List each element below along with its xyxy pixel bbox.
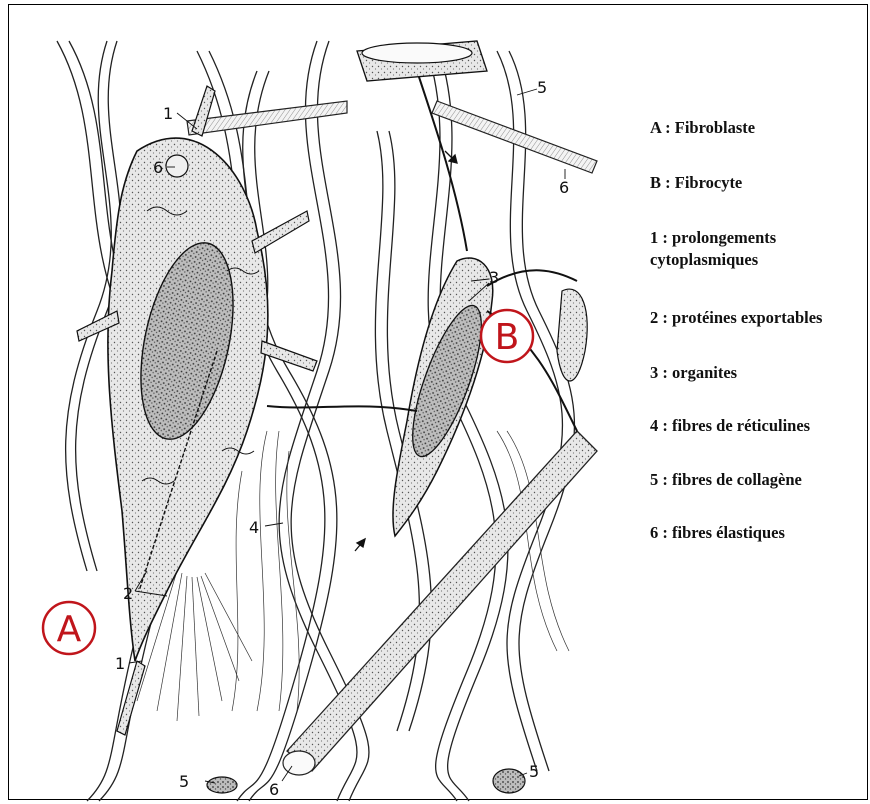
callout-3: 3: [489, 268, 499, 287]
legend-item-a: A : Fibroblaste: [650, 117, 755, 138]
cell-label-a: A: [43, 602, 95, 654]
legend-item-2: 2 : protéines exportables: [650, 307, 822, 328]
cell-label-b-text: B: [495, 317, 520, 358]
legend-item-5: 5 : fibres de collagène: [650, 469, 802, 490]
callout-5-bottom-left: 5: [179, 772, 189, 791]
callout-5-top: 5: [537, 78, 547, 97]
connective-tissue-illustration: 1 6 5 6 3 4 2 1 5 6 5 A B: [17, 11, 643, 803]
callout-6-bottom: 6: [269, 780, 279, 799]
collagen-cross-sections: [207, 769, 525, 793]
legend-item-b: B : Fibrocyte: [650, 172, 742, 193]
callout-6-top-right: 6: [559, 178, 569, 197]
legend-item-1-line1: 1 : prolongements: [650, 227, 776, 248]
legend-item-6: 6 : fibres élastiques: [650, 522, 785, 543]
figure-frame: 1 6 5 6 3 4 2 1 5 6 5 A B A : Fibroblast…: [8, 4, 868, 800]
elastic-fiber-bottom: [283, 431, 597, 775]
cell-label-b: B: [481, 310, 533, 362]
cell-label-a-text: A: [57, 609, 82, 650]
legend-item-1-line2: cytoplasmiques: [650, 249, 758, 270]
callout-1-bottom: 1: [115, 654, 125, 673]
callout-4: 4: [249, 518, 259, 537]
callout-5-bottom-right: 5: [529, 762, 539, 781]
callout-2: 2: [123, 584, 133, 603]
callout-6-left: 6: [153, 158, 163, 177]
legend-item-3: 3 : organites: [650, 362, 737, 383]
elastic-fiber-top: [187, 101, 597, 173]
fibroblast-cell: [77, 86, 317, 735]
legend-item-4: 4 : fibres de réticulines: [650, 415, 810, 436]
callout-1-top: 1: [163, 104, 173, 123]
